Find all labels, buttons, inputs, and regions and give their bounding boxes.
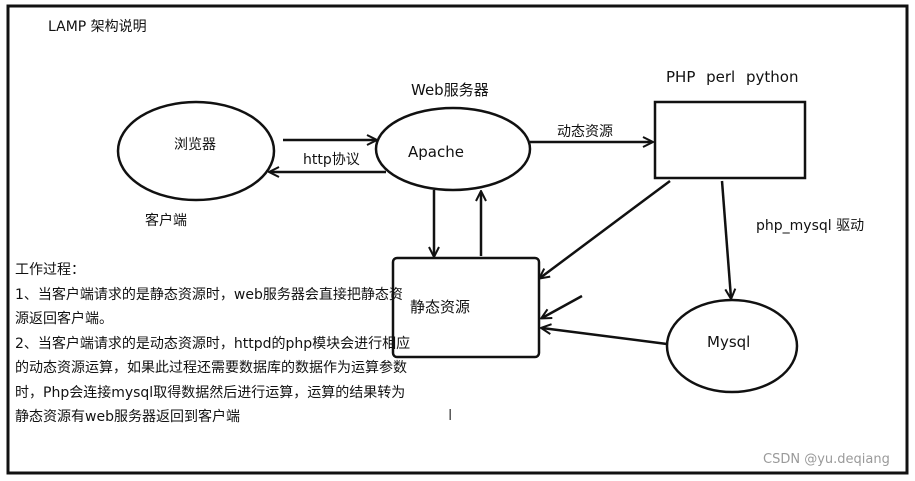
http-protocol-label: http协议 <box>301 149 362 169</box>
arrow-mysql-to-static <box>542 328 668 346</box>
browser-label: 浏览器 <box>174 137 216 153</box>
client-label: 客户端 <box>145 213 187 229</box>
static-resource-label: 静态资源 <box>410 298 471 316</box>
arrow-languages-to-mysql <box>720 180 731 298</box>
diagram-title: LAMP 架构说明 <box>48 19 147 35</box>
work-process-text: 工作过程： 1、当客户端请求的是静态资源时，web服务器会直接把静态资源返回客户… <box>15 258 415 430</box>
outer-border <box>6 4 909 475</box>
static-resource-box <box>391 256 541 359</box>
arrow-short-to-static <box>542 294 583 318</box>
mysql-label: Mysql <box>707 333 751 351</box>
languages-box <box>653 100 807 180</box>
watermark: CSDN @yu.deqiang <box>763 452 890 467</box>
work-process-step-1: 1、当客户端请求的是静态资源时，web服务器会直接把静态资源返回客户端。 <box>15 286 403 328</box>
webserver-label: Web服务器 <box>411 81 489 99</box>
work-process-heading: 工作过程： <box>15 262 85 278</box>
arrow-languages-to-static <box>540 179 671 278</box>
text-cursor-icon: I <box>448 406 453 424</box>
work-process-step-2: 2、当客户端请求的是动态资源时，httpd的php模块会进行相应的动态资源运算，… <box>15 335 411 426</box>
apache-label: Apache <box>408 143 464 161</box>
languages-label: PHP perl python <box>666 68 799 86</box>
browser-ellipse <box>116 100 276 202</box>
dynamic-resource-label: 动态资源 <box>557 124 613 140</box>
php-mysql-driver-label: php_mysql 驱动 <box>756 218 865 234</box>
apache-ellipse <box>374 106 532 192</box>
